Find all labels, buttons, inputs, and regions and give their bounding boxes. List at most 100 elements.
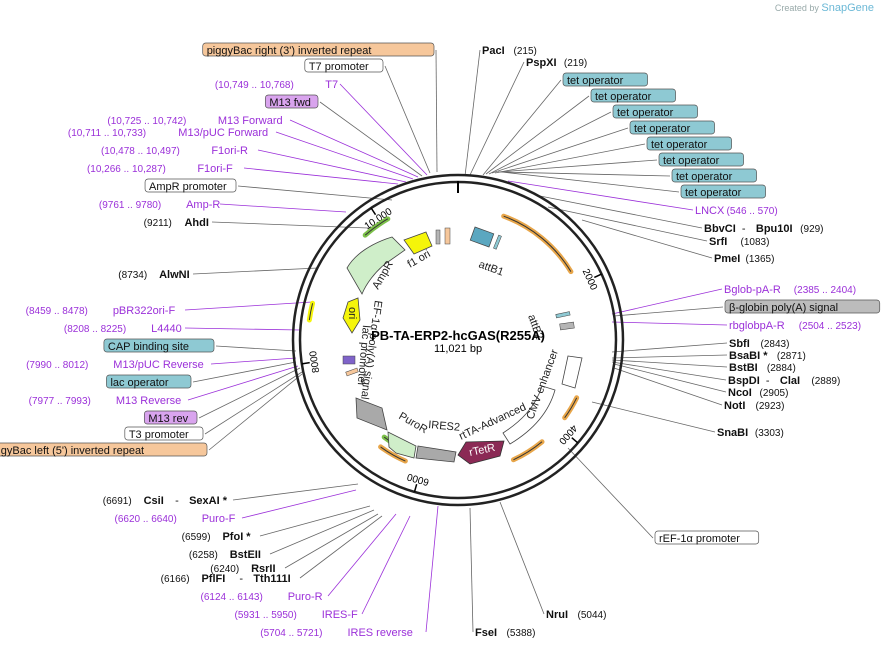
feature-label-37: BstBI (2884) <box>729 362 796 374</box>
leader-line-30 <box>469 507 474 633</box>
leader-line-12 <box>184 301 313 311</box>
label-name-42: Bglob-pA-R <box>724 284 781 296</box>
label-position-45: (929) <box>800 224 823 235</box>
label-name-31: NruI <box>546 609 568 621</box>
outer-primer-arcs <box>306 213 580 464</box>
feature-label-17: (7977 .. 7993)M13 Reverse <box>29 395 182 407</box>
leader-line-10 <box>211 221 369 229</box>
label-text-1: T7 promoter <box>309 61 369 73</box>
feature-label-25: (6240)RsrII <box>210 563 275 575</box>
promoter-small-feature-1 <box>435 229 441 245</box>
leader-line-15 <box>210 357 297 365</box>
ori-label: ori <box>346 307 358 319</box>
label-name-6: F1ori-R <box>211 145 248 157</box>
label-box-47 <box>680 184 766 199</box>
label-box-3 <box>264 94 319 109</box>
feature-label-6: (10,478 .. 10,497)F1ori-R <box>101 145 248 157</box>
feature-label-52: tet operator <box>612 104 698 119</box>
leader-line-43 <box>581 219 713 259</box>
feature-label-0: piggyBac right (3') inverted repeat <box>202 42 435 57</box>
outer-arc-2 <box>510 439 545 463</box>
feature-label-47: tet operator <box>680 184 766 199</box>
label-separator-36: - <box>766 375 770 387</box>
label-position-12: (8459 .. 8478) <box>26 306 88 317</box>
leader-line-8 <box>237 185 393 201</box>
label-text-3: M13 fwd <box>269 97 311 109</box>
label-position-40: (2504 .. 2523) <box>799 321 861 332</box>
label-name-38: BsaBI * <box>729 350 768 362</box>
feature-label-4: (10,725 .. 10,742)M13 Forward <box>107 115 282 127</box>
feature-label-19: T3 promoter <box>124 426 204 441</box>
cap-site-feature <box>342 355 356 365</box>
label-text-51: tet operator <box>634 123 691 135</box>
ef1a-polya-feature <box>355 397 388 431</box>
leader-line-48 <box>499 171 671 177</box>
leader-line-7 <box>243 167 399 185</box>
ampr-feature <box>346 236 406 295</box>
label-name-37: BstBI <box>729 362 758 374</box>
leader-line-19 <box>204 371 303 435</box>
label-text-50: tet operator <box>651 139 708 151</box>
label-position-39: (2843) <box>761 339 790 350</box>
outer-arc-core-0 <box>503 215 572 272</box>
label-position-2: (10,749 .. 10,768) <box>215 80 294 91</box>
leader-line-42 <box>611 288 723 315</box>
attb2-feature-top <box>555 311 571 319</box>
feature-label-5: (10,711 .. 10,733)M13/pUC Forward <box>68 127 268 139</box>
feature-label-7: (10,266 .. 10,287)F1ori-F <box>87 163 233 175</box>
feature-label-32: rEF-1α promoter <box>654 530 760 545</box>
outer-arc-core-2 <box>513 441 543 461</box>
feature-label-1: T7 promoter <box>304 58 384 73</box>
f1-ori-label: f1 ori <box>406 248 433 271</box>
feature-label-48: tet operator <box>671 168 757 183</box>
label-position-26: (6166) <box>161 574 190 585</box>
label-name-21: CsiI <box>144 495 164 507</box>
leader-line-6 <box>257 149 407 183</box>
feature-label-26: (6166)PflFI-Tth111I <box>161 573 291 585</box>
label-name-45: BbvCI <box>704 223 736 235</box>
label-position-10: (9211) <box>144 218 172 229</box>
leader-line-27 <box>327 513 397 597</box>
leader-line-24 <box>269 509 375 555</box>
leader-line-46 <box>507 180 694 211</box>
ruler-label-1: 4000 <box>556 422 579 446</box>
leader-line-54 <box>482 79 562 176</box>
label-text-0: piggyBac right (3') inverted repeat <box>207 45 372 57</box>
label-name-26: Tth111I <box>253 573 290 585</box>
label-box-18 <box>143 410 198 425</box>
label-box-48 <box>671 168 757 183</box>
leader-line-23 <box>259 505 371 537</box>
label-name-27: Puro-R <box>288 591 323 603</box>
label-position-27: (6124 .. 6143) <box>201 592 263 603</box>
outer-arc-core-6 <box>308 303 314 321</box>
ruler-tick-3 <box>301 361 310 365</box>
leader-line-13 <box>184 327 301 331</box>
lac-operator-feature <box>345 367 359 377</box>
feature-label-22: (6620 .. 6640)Puro-F <box>115 513 236 525</box>
leader-line-17 <box>187 365 299 401</box>
feature-label-3: M13 fwd <box>264 94 319 109</box>
label-text-52: tet operator <box>617 107 674 119</box>
label-text-16: lac operator <box>110 377 168 389</box>
ruler-tick-4 <box>370 207 377 216</box>
leader-line-39 <box>611 342 728 353</box>
ruler-tick-0 <box>593 273 602 279</box>
label-position-55: (219) <box>564 58 587 69</box>
leader-line-2 <box>339 83 428 176</box>
label-position-24: (6258) <box>189 550 218 561</box>
feature-label-35: NcoI(2905) <box>728 387 788 399</box>
feature-label-51: tet operator <box>629 120 715 135</box>
label-name-45: Bpu10I <box>756 223 793 235</box>
label-box-20 <box>0 442 208 457</box>
puror-feature <box>387 431 417 459</box>
feature-label-9: (9761 .. 9780)Amp-R <box>99 199 220 211</box>
leader-line-37 <box>611 359 728 368</box>
label-position-37: (2884) <box>767 363 796 374</box>
ires2-feature <box>415 445 457 463</box>
label-position-44: (1083) <box>741 237 770 248</box>
leader-line-21 <box>232 483 359 501</box>
label-name-17: M13 Reverse <box>116 395 181 407</box>
label-position-23: (6599) <box>182 532 211 543</box>
label-box-54 <box>562 72 648 87</box>
